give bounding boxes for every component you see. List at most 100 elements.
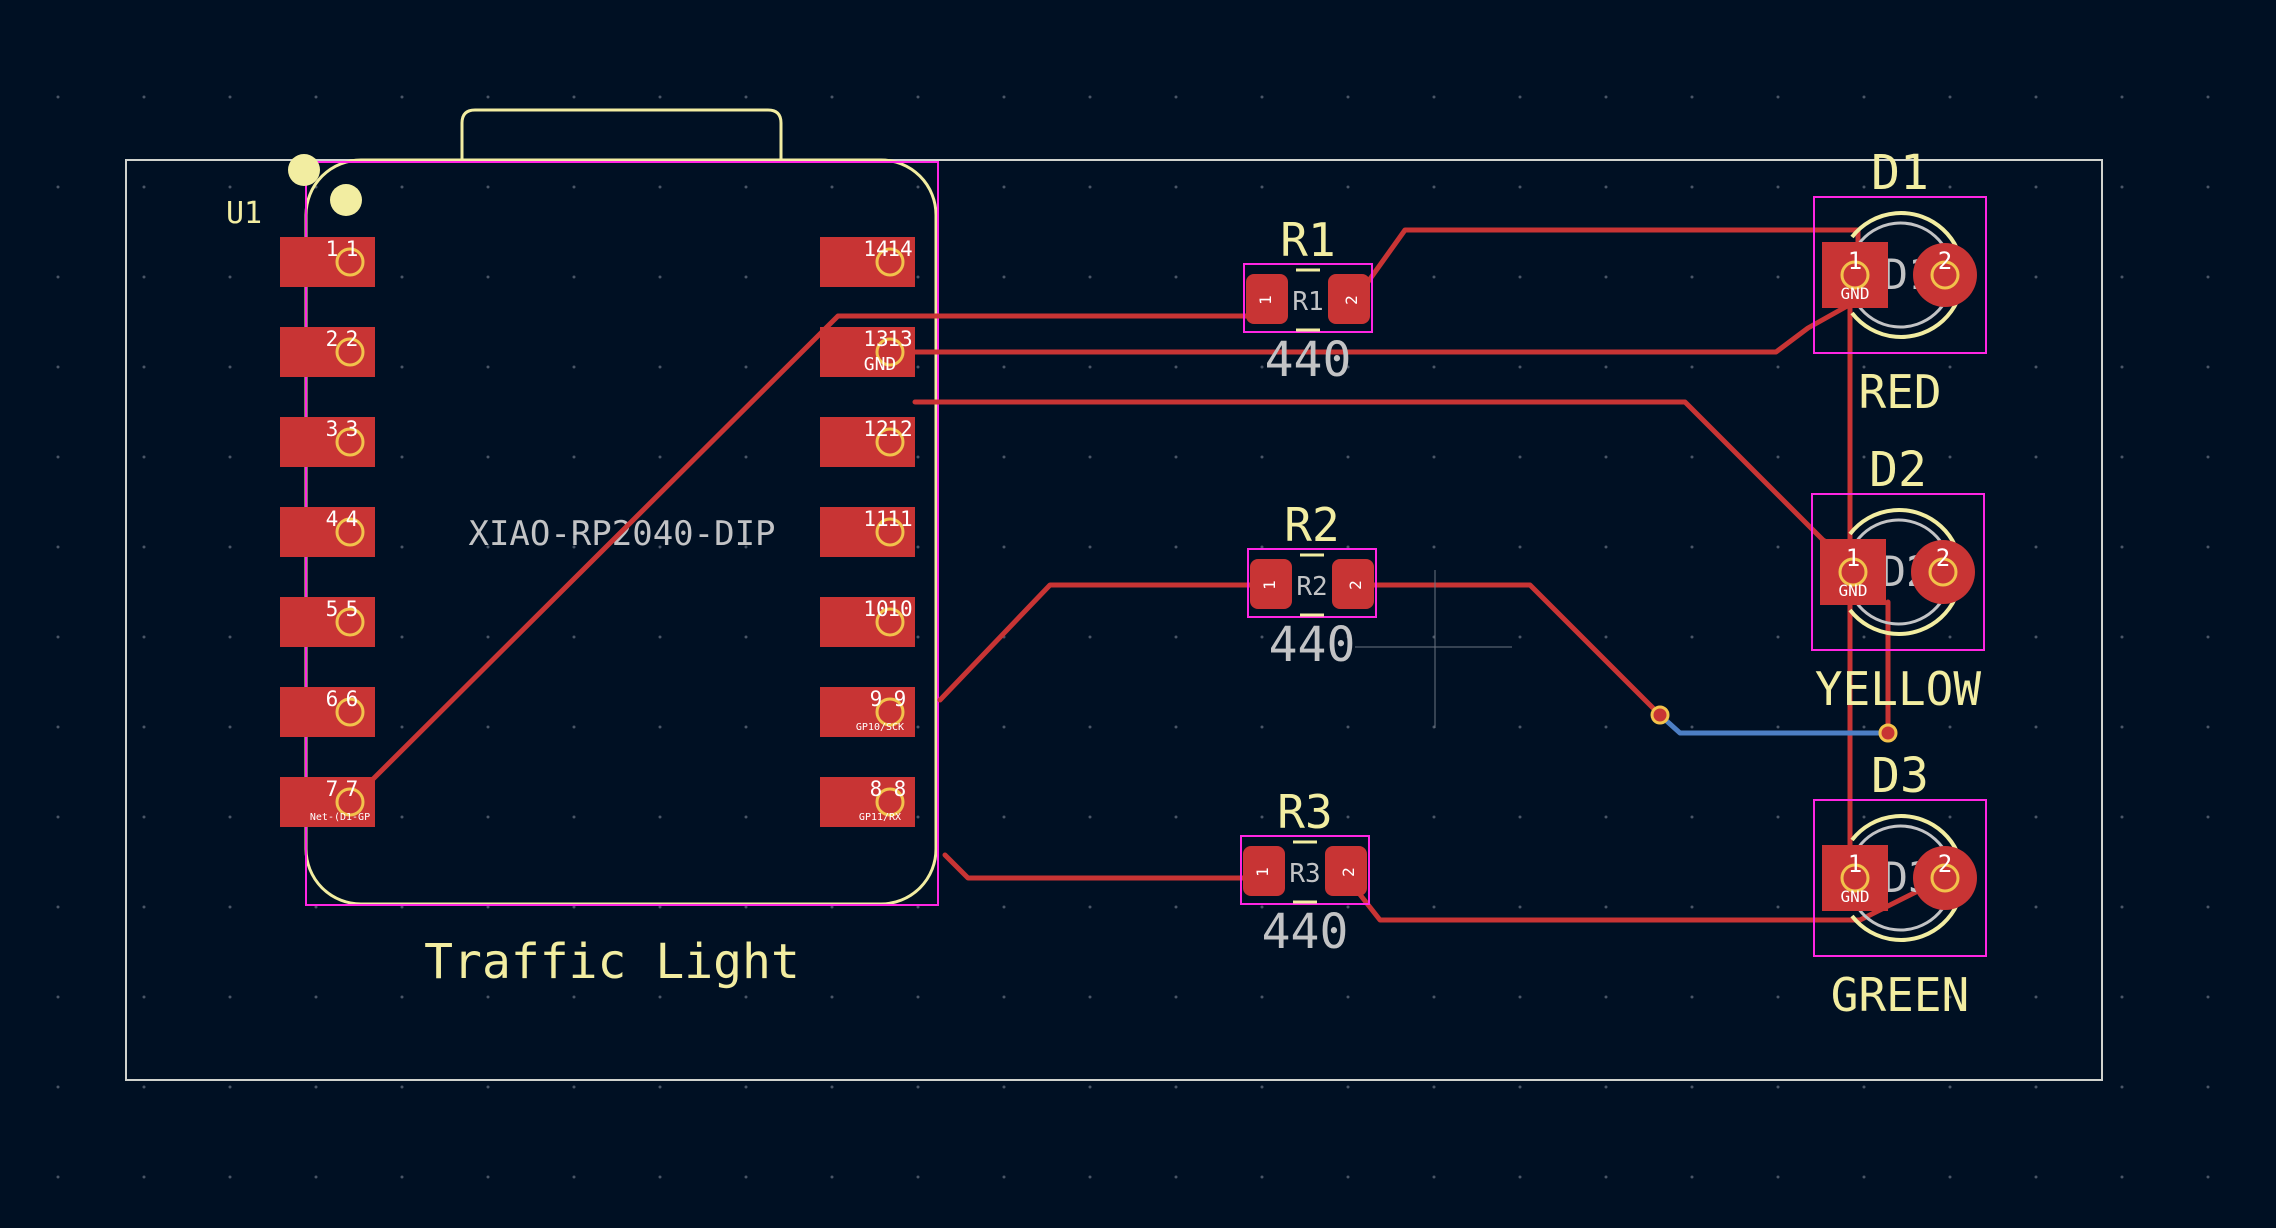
- grid-dot: [1002, 905, 1006, 909]
- pad-drill: [335, 517, 365, 547]
- grid-dot: [1862, 455, 1866, 459]
- grid-dot: [1690, 815, 1694, 819]
- grid-dot: [142, 365, 146, 369]
- grid-dot: [1604, 905, 1608, 909]
- grid-dot: [1432, 1175, 1436, 1179]
- grid-dot: [658, 365, 662, 369]
- grid-dot: [486, 1175, 490, 1179]
- module-u1[interactable]: U1 XIAO-RP2040-DIP Traffic Light: [226, 108, 939, 990]
- grid-dot: [1862, 1175, 1866, 1179]
- grid-dot: [744, 1175, 748, 1179]
- grid-dot: [1002, 185, 1006, 189]
- grid-dot: [1604, 815, 1608, 819]
- grid-dot: [142, 185, 146, 189]
- grid-dot: [1518, 185, 1522, 189]
- pad-label: 10: [887, 597, 912, 621]
- grid-dot: [1948, 635, 1952, 639]
- grid-dot: [228, 635, 232, 639]
- trace-gnd-d1: [887, 297, 1861, 355]
- pad-number: 2: [326, 327, 339, 351]
- grid-dot: [2206, 1085, 2210, 1089]
- grid-dot: [1776, 995, 1780, 999]
- grid-dot: [658, 995, 662, 999]
- resistor-fab-ref: R2: [1296, 572, 1327, 602]
- grid-dot: [1260, 1085, 1264, 1089]
- grid-dot: [1518, 725, 1522, 729]
- grid-dot: [2206, 365, 2210, 369]
- pad-ring: [328, 420, 372, 464]
- grid-dot: [1260, 365, 1264, 369]
- grid-dot: [486, 365, 490, 369]
- pad-ring: [868, 690, 912, 734]
- grid-dot: [1432, 995, 1436, 999]
- pad-number: 10: [863, 597, 888, 621]
- grid-dot: [1948, 1085, 1952, 1089]
- grid-dot: [486, 905, 490, 909]
- pad-label: 8: [894, 777, 907, 801]
- trace-gnd-d2: [912, 399, 1861, 563]
- led-pad2-drill: [1930, 863, 1960, 893]
- grid-dot: [1260, 1175, 1264, 1179]
- grid-dot: [228, 455, 232, 459]
- grid-dot: [1346, 185, 1350, 189]
- pad-ring: [868, 240, 912, 284]
- led-pad-1: [1822, 845, 1888, 911]
- grid-dot: [1604, 95, 1608, 99]
- grid-dot: [658, 545, 662, 549]
- grid-dot: [658, 815, 662, 819]
- grid-dot: [1260, 815, 1264, 819]
- grid-dot: [1690, 995, 1694, 999]
- grid-dot: [1862, 365, 1866, 369]
- grid-dot: [1518, 905, 1522, 909]
- grid-dot: [1948, 185, 1952, 189]
- pad-ring: [328, 510, 372, 554]
- grid-dot: [1174, 275, 1178, 279]
- grid-dot: [1432, 365, 1436, 369]
- grid-dot: [1088, 815, 1092, 819]
- grid-dot: [1518, 635, 1522, 639]
- grid-dot: [56, 815, 60, 819]
- led-pad2-drill: [1930, 260, 1960, 290]
- grid-dot: [1002, 1175, 1006, 1179]
- led-ref: D3: [1871, 748, 1929, 804]
- grid-dot: [314, 1085, 318, 1089]
- grid-dot: [1346, 1085, 1350, 1089]
- grid-dot: [228, 95, 232, 99]
- grid-dot: [1260, 635, 1264, 639]
- cursor-crosshair: [1355, 570, 1512, 728]
- led-pad1-num: 1: [1848, 850, 1862, 878]
- resistor-pad-1: [1243, 846, 1285, 896]
- grid-dot: [1948, 815, 1952, 819]
- grid-dot: [2120, 365, 2124, 369]
- grid-dot: [2034, 815, 2038, 819]
- grid-dot: [2034, 905, 2038, 909]
- pad-number: 13: [863, 327, 888, 351]
- grid-dot: [744, 275, 748, 279]
- led-pad-2: [1913, 243, 1977, 307]
- pad-drill: [335, 607, 365, 637]
- trace-r3-d3: [1355, 877, 1943, 923]
